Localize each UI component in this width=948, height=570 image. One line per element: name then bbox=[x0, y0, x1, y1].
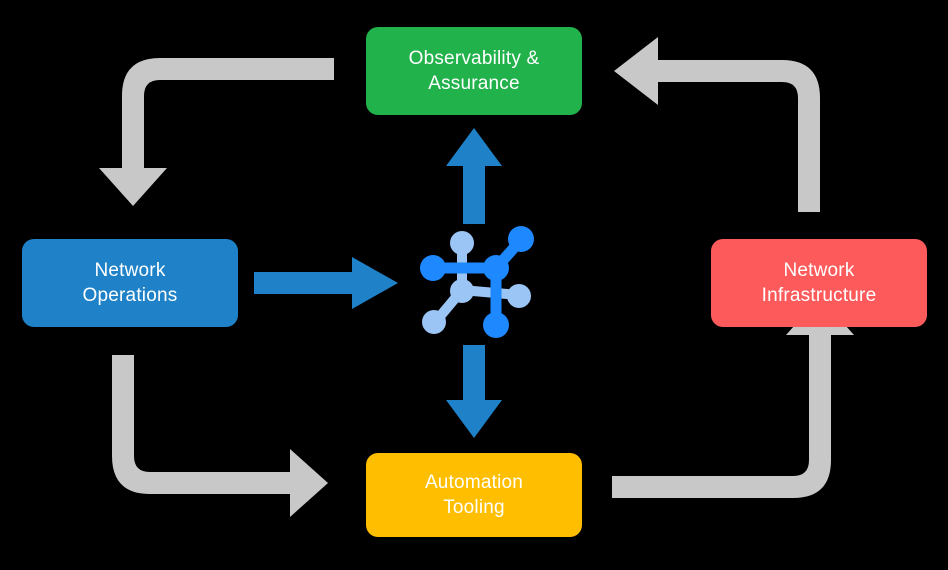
blue-arrow-operations-to-center bbox=[254, 257, 398, 309]
node-box-network-infrastructure[interactable]: Network Infrastructure bbox=[711, 239, 927, 327]
node-box-network-operations[interactable]: Network Operations bbox=[22, 239, 238, 327]
gray-arrow-operations-to-automation bbox=[112, 355, 328, 517]
node-box-automation-tooling[interactable]: Automation Tooling bbox=[366, 453, 582, 537]
node-box-observability[interactable]: Observability & Assurance bbox=[366, 27, 582, 115]
blue-arrow-center-to-observability bbox=[446, 128, 502, 224]
blue-arrow-center-to-automation bbox=[446, 345, 502, 438]
gray-arrow-infrastructure-to-observability bbox=[614, 37, 820, 212]
gray-arrow-observability-to-operations bbox=[99, 58, 334, 206]
network-topology-icon bbox=[420, 226, 534, 338]
gray-arrow-automation-to-infrastructure bbox=[612, 297, 854, 498]
